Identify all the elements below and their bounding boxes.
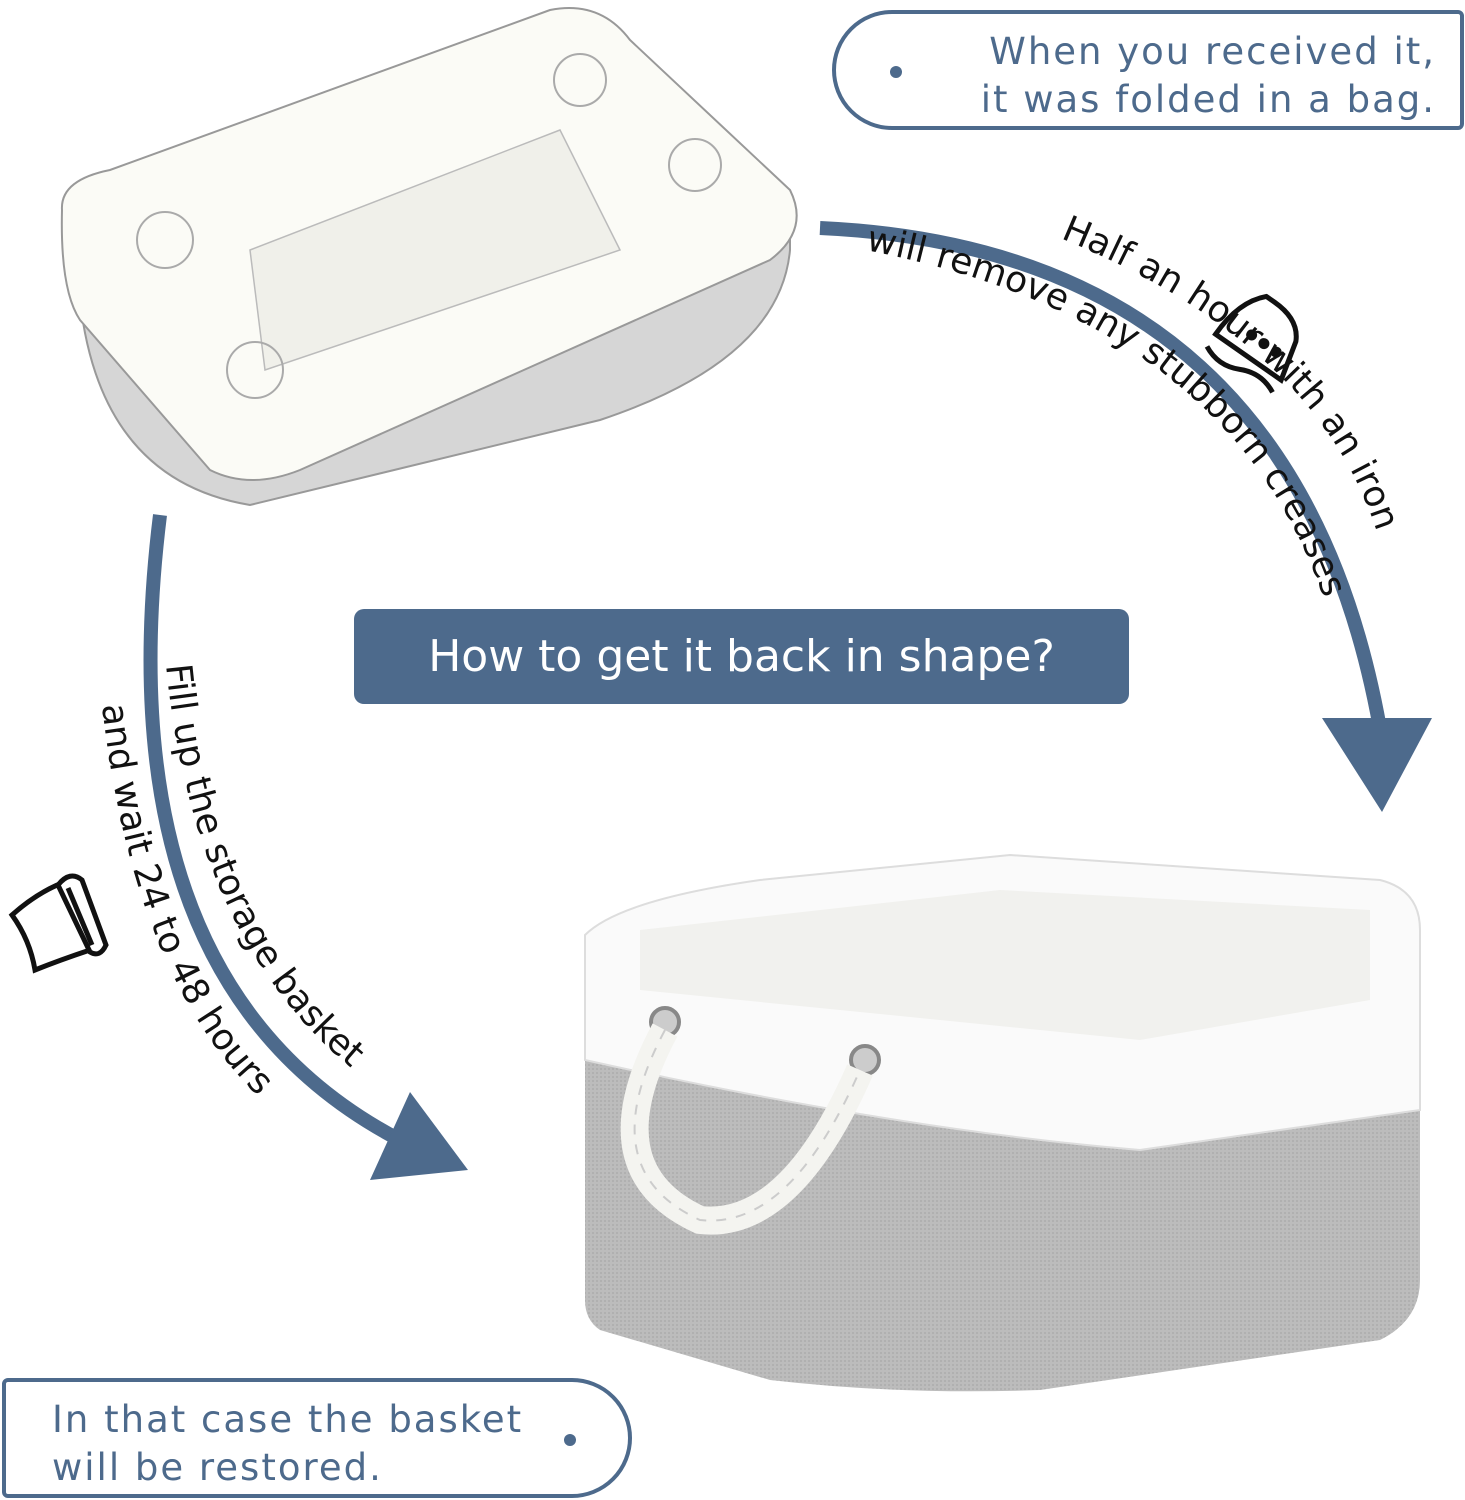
bullet-dot (564, 1434, 576, 1446)
callout-line: When you received it, (989, 30, 1436, 73)
folded-basket-image (60, 7, 798, 507)
storage-basket-image (584, 853, 1421, 1392)
callout-line: will be restored. (52, 1446, 383, 1489)
restored-callout: In that case the basket will be restored… (2, 1378, 632, 1498)
callout-line: In that case the basket (52, 1398, 524, 1441)
right-arrow (819, 221, 1432, 812)
right-arc-inner-text: will remove any stubborn creases (863, 219, 1354, 602)
right-arc-outer-text: Half an hour with an iron (1057, 209, 1407, 535)
received-folded-callout: When you received it, it was folded in a… (832, 10, 1464, 130)
callout-line: it was folded in a bag. (980, 78, 1436, 121)
pillow-blanket-icon (8, 873, 109, 974)
left-arrow (143, 514, 468, 1180)
title-banner: How to get it back in shape? (354, 609, 1129, 704)
bullet-dot (890, 66, 902, 78)
iron-icon (1204, 293, 1299, 394)
banner-title: How to get it back in shape? (428, 631, 1055, 682)
